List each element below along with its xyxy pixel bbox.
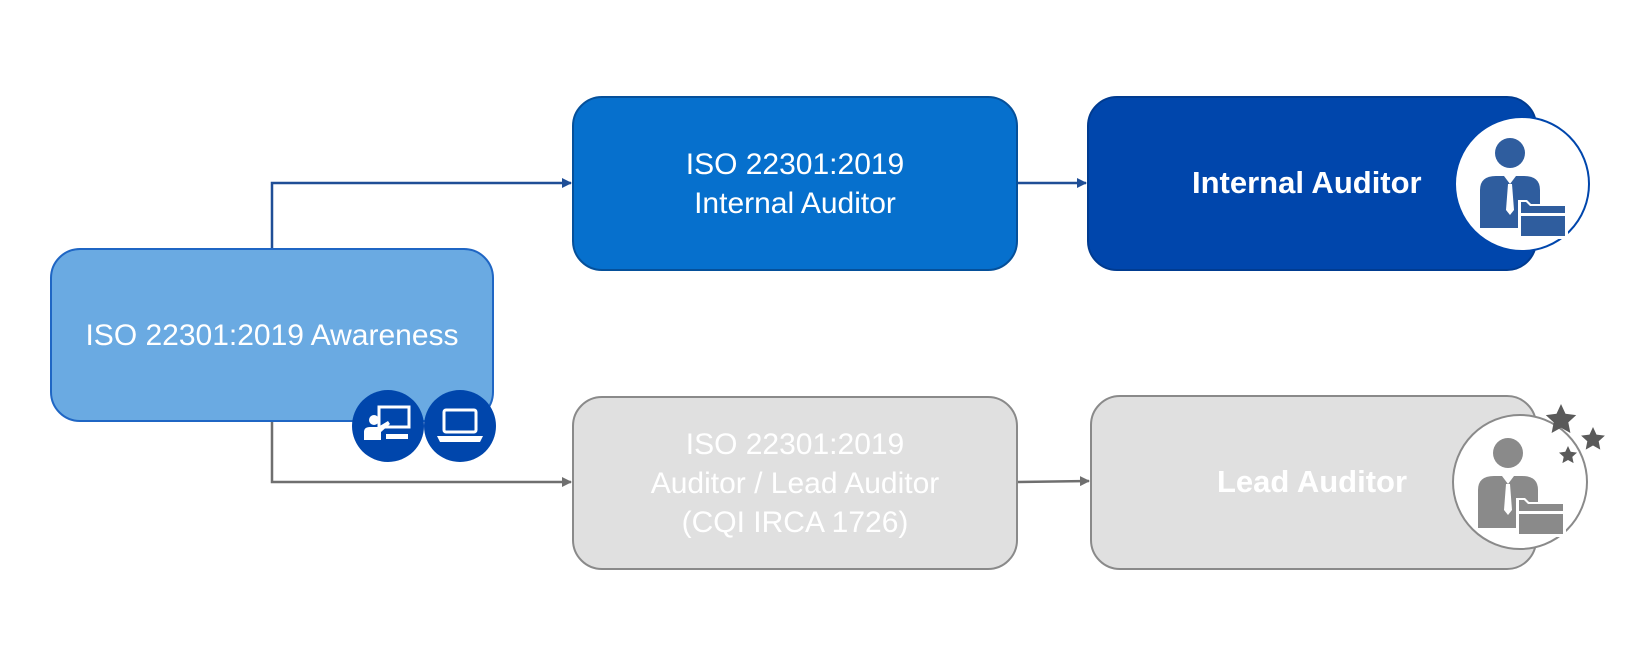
awareness-course-label: ISO 22301:2019 Awareness bbox=[85, 318, 459, 352]
arrow-lead-course-to-role bbox=[1017, 476, 1090, 487]
classroom-training-icon bbox=[352, 390, 424, 462]
star-small bbox=[1559, 446, 1577, 464]
internal-course-line-1: ISO 22301:2019 bbox=[685, 147, 905, 181]
lead-role-label: Lead Auditor bbox=[1217, 464, 1408, 500]
lead-course-line-2: Auditor / Lead Auditor bbox=[650, 466, 940, 500]
lead-auditor-course-box[interactable]: ISO 22301:2019 Auditor / Lead Auditor (C… bbox=[572, 396, 1018, 570]
internal-auditor-course-box[interactable]: ISO 22301:2019 Internal Auditor bbox=[572, 96, 1018, 271]
lead-course-line-1: ISO 22301:2019 bbox=[685, 427, 905, 461]
internal-course-line-2: Internal Auditor bbox=[694, 186, 896, 220]
auditor-person-icon bbox=[1454, 116, 1590, 252]
star-medium bbox=[1581, 427, 1605, 450]
awareness-course-box[interactable]: ISO 22301:2019 Awareness bbox=[50, 248, 494, 422]
lead-course-line-3: (CQI IRCA 1726) bbox=[681, 505, 909, 539]
lead-auditor-person-icon bbox=[1452, 414, 1588, 550]
star-large bbox=[1545, 404, 1577, 433]
arrow-awareness-to-lead-course bbox=[270, 422, 572, 487]
arrow-awareness-to-internal-course bbox=[270, 178, 572, 248]
laptop-icon bbox=[424, 390, 496, 462]
internal-role-label: Internal Auditor bbox=[1192, 165, 1422, 201]
